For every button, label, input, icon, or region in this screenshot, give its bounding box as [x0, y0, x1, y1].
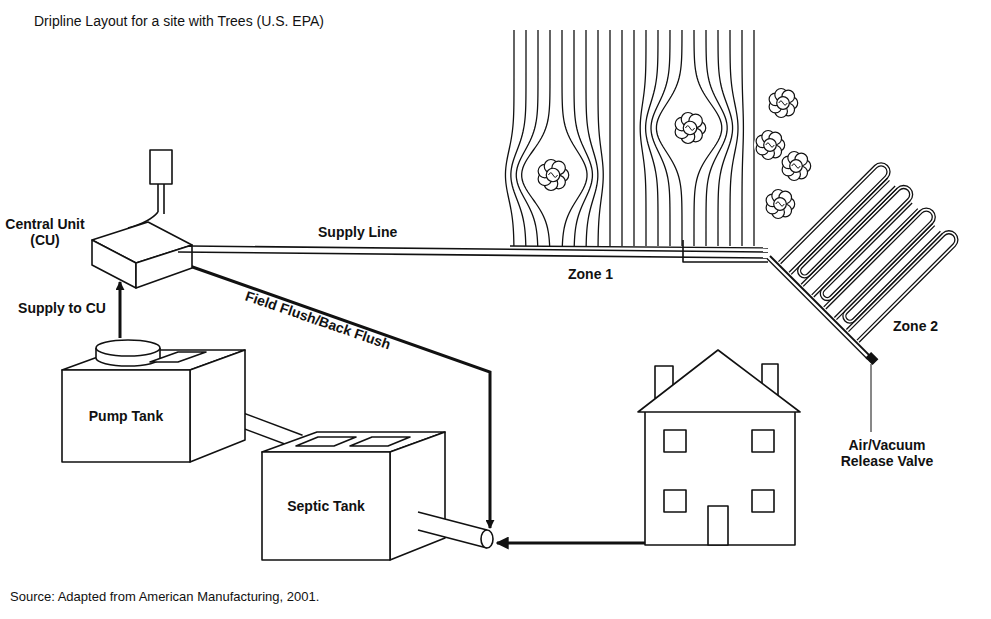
tree-symbol: [673, 111, 707, 145]
sewer-arrow: [497, 542, 645, 545]
part-label: Air/Vacuum Release Valve: [826, 437, 948, 469]
part-label: Zone 2: [893, 318, 973, 334]
tree-symbol: [536, 158, 570, 192]
flow-label: Supply to CU: [12, 300, 112, 316]
pump-tank-body: [62, 340, 245, 462]
diagram-title: Dripline Layout for a site with Trees (U…: [34, 13, 324, 29]
source-caption: Source: Adapted from American Manufactur…: [10, 590, 319, 605]
tree-symbols: [536, 87, 812, 220]
part-label: Zone 1: [568, 266, 638, 282]
flow-arrow: [119, 282, 122, 338]
leader-line: [871, 364, 872, 432]
tree-symbol: [767, 87, 799, 119]
tree-symbol: [764, 188, 796, 220]
control-unit: Central Unit (CU): [92, 222, 192, 288]
supply-line-pipe: [178, 240, 768, 262]
part-label: Supply Line: [318, 224, 438, 240]
tank: Pump Tank: [62, 370, 190, 462]
tree-symbol: [780, 150, 812, 182]
tree-symbol: [754, 129, 786, 161]
flow-label: Field Flush/Back Flush: [230, 283, 405, 357]
zone2-dripline-field: [767, 152, 979, 364]
tank-label: Pump Tank: [70, 408, 182, 424]
septic-tank-body: [262, 432, 493, 560]
central-unit-box: [92, 222, 192, 288]
tank-label: Central Unit (CU): [2, 216, 88, 248]
zone1-dripline-field: [505, 30, 768, 248]
control-panel: [128, 150, 172, 228]
house: [638, 350, 800, 545]
tank: Septic Tank: [262, 452, 390, 560]
tank-label: Septic Tank: [270, 498, 382, 514]
